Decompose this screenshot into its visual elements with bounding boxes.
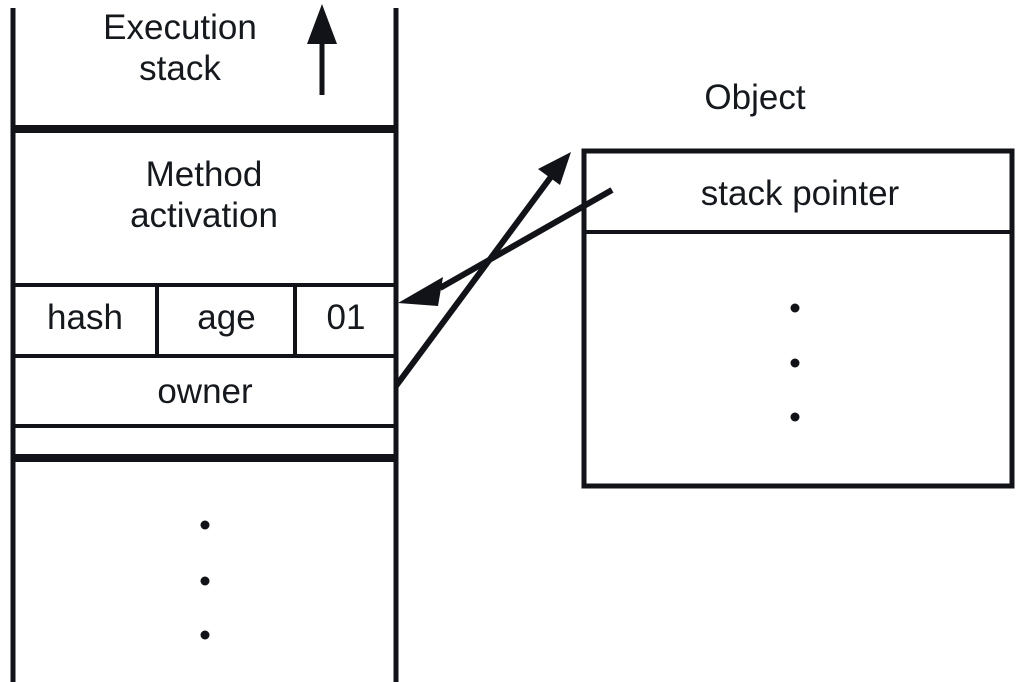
stack-field-age: age [197,298,256,337]
method-activation-label: Method activation [130,155,278,235]
stack-growth-up-arrow-icon [307,4,337,95]
object-title: Object [704,78,806,117]
fields-row-dividers [155,285,297,356]
object-field-stack-pointer: stack pointer [700,174,900,213]
execution-stack-title: Execution stack [103,8,257,88]
stack-field-flag: 01 [326,298,366,337]
object-box [581,148,1015,489]
object-box-outline [581,148,1015,489]
stack-pointer-to-frame-arrow [398,187,614,306]
stack-dividers [11,125,398,462]
object-ellipsis-icon [790,303,800,422]
stack-field-hash: hash [47,298,123,337]
stack-field-owner: owner [157,372,253,411]
stack-ellipsis-icon [200,520,210,640]
stack-outline [10,8,399,682]
owner-to-object-arrow [393,152,571,388]
